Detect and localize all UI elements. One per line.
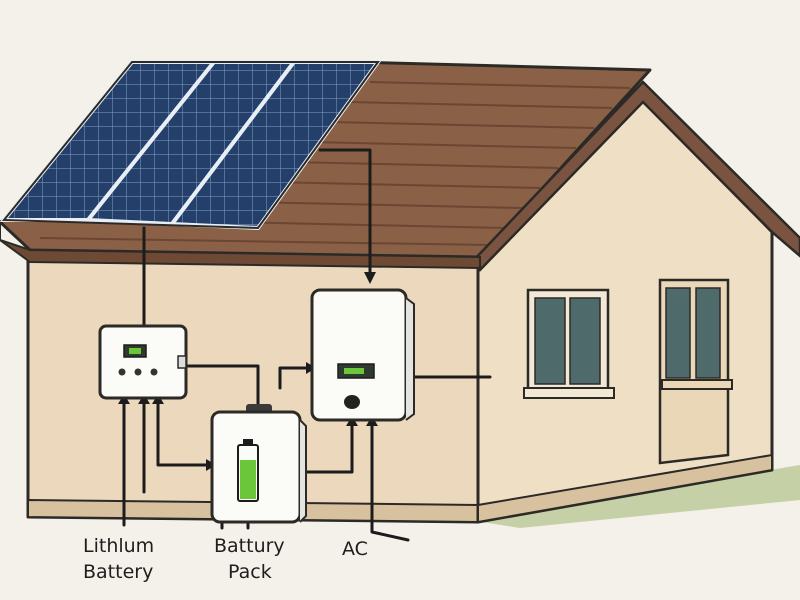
controller-button-1	[118, 368, 126, 376]
inverter-icon	[310, 288, 415, 422]
label-lithium-battery-line2: Battery	[83, 561, 153, 583]
controller-icon	[98, 324, 188, 400]
arrow-into-inverter	[364, 272, 376, 284]
label-battery-pack-line1: Battury	[214, 535, 285, 557]
wiring	[118, 148, 492, 542]
solar-panel-icon	[0, 60, 382, 231]
window	[523, 288, 615, 399]
battery-charge-level	[240, 460, 256, 499]
inverter-knob	[344, 395, 360, 409]
label-ac: AC	[342, 538, 368, 560]
controller-button-3	[150, 368, 158, 376]
roof-shingle-lines	[39, 81, 631, 246]
label-battery-pack-line2: Pack	[228, 561, 272, 583]
wire-pack-to-inverter-bottom	[298, 418, 354, 474]
door	[658, 278, 733, 465]
wire-controller-to-pack	[184, 364, 260, 414]
wire-panel-to-inverter	[318, 148, 372, 280]
wire-controller-loop	[156, 398, 214, 467]
controller-button-2	[134, 368, 142, 376]
gable-roof-trim	[470, 80, 800, 272]
gable-wall-base	[477, 453, 773, 524]
wire-pack-to-inverter-top	[278, 366, 314, 390]
roof-eave	[0, 222, 481, 270]
wire-ac-drop	[370, 418, 410, 542]
label-lithium-battery-line1: Lithlum	[83, 535, 154, 557]
battery-icon	[210, 404, 307, 524]
